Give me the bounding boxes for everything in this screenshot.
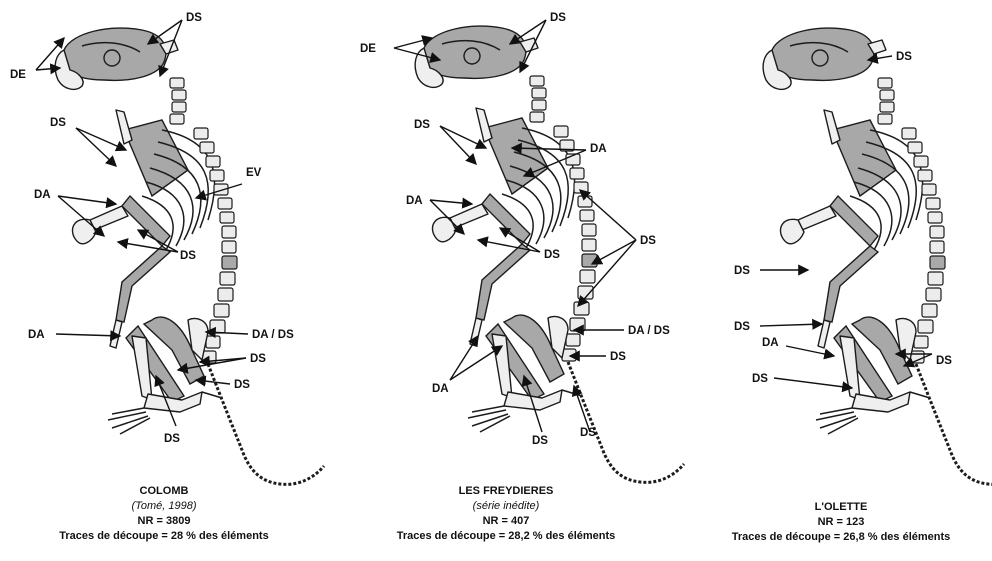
traces-percentage: Traces de découpe = 26,8 % des éléments [696,530,986,545]
label-da: DA [432,383,449,395]
site-name: LES FREYDIERES [356,484,656,499]
label-de: DE [10,69,26,81]
label-ds: DS [896,51,912,63]
label-ds: DS [640,235,656,247]
nr-count: NR = 3809 [14,514,314,529]
label-ds: DS [186,12,202,24]
caption-les-freydieres: LES FREYDIERES (série inédite) NR = 407 … [356,484,656,544]
label-ds: DS [544,249,560,261]
label-ev: EV [246,167,262,179]
label-ds: DS [250,353,266,365]
site-name: COLOMB [14,484,314,499]
traces-percentage: Traces de découpe = 28 % des éléments [14,529,314,544]
label-ds: DS [752,373,768,385]
label-ds: DS [734,265,750,277]
label-da-ds: DA / DS [252,329,294,341]
label-ds: DS [50,117,66,129]
panel-les-freydieres: DE DS DS DA DA DS DS DA / DS DA DS DS DS [360,12,684,482]
label-da-ds: DA / DS [628,325,670,337]
nr-count: NR = 123 [696,515,986,530]
label-da: DA [406,195,423,207]
caption-lolette: L'OLETTE NR = 123 Traces de découpe = 26… [696,500,986,545]
site-subtitle: (Tomé, 1998) [14,499,314,514]
label-de: DE [360,43,376,55]
label-ds: DS [936,355,952,367]
label-da: DA [34,189,51,201]
traces-percentage: Traces de découpe = 28,2 % des éléments [356,529,656,544]
site-name: L'OLETTE [696,500,986,515]
label-ds: DS [180,250,196,262]
panel-colomb: DS DE DS EV DA DS DA DA / DS DS DS DS [10,12,324,484]
label-ds: DS [734,321,750,333]
label-da: DA [590,143,607,155]
label-ds: DS [234,379,250,391]
label-da: DA [28,329,45,341]
caption-colomb: COLOMB (Tomé, 1998) NR = 3809 Traces de … [14,484,314,544]
label-ds: DS [580,427,596,439]
label-ds: DS [164,433,180,445]
label-da: DA [762,337,779,349]
label-ds: DS [532,435,548,447]
label-ds: DS [414,119,430,131]
panel-lolette: DS DS DS DA DS DS [734,28,992,484]
nr-count: NR = 407 [356,514,656,529]
label-ds: DS [610,351,626,363]
site-subtitle: (série inédite) [356,499,656,514]
label-ds: DS [550,12,566,24]
